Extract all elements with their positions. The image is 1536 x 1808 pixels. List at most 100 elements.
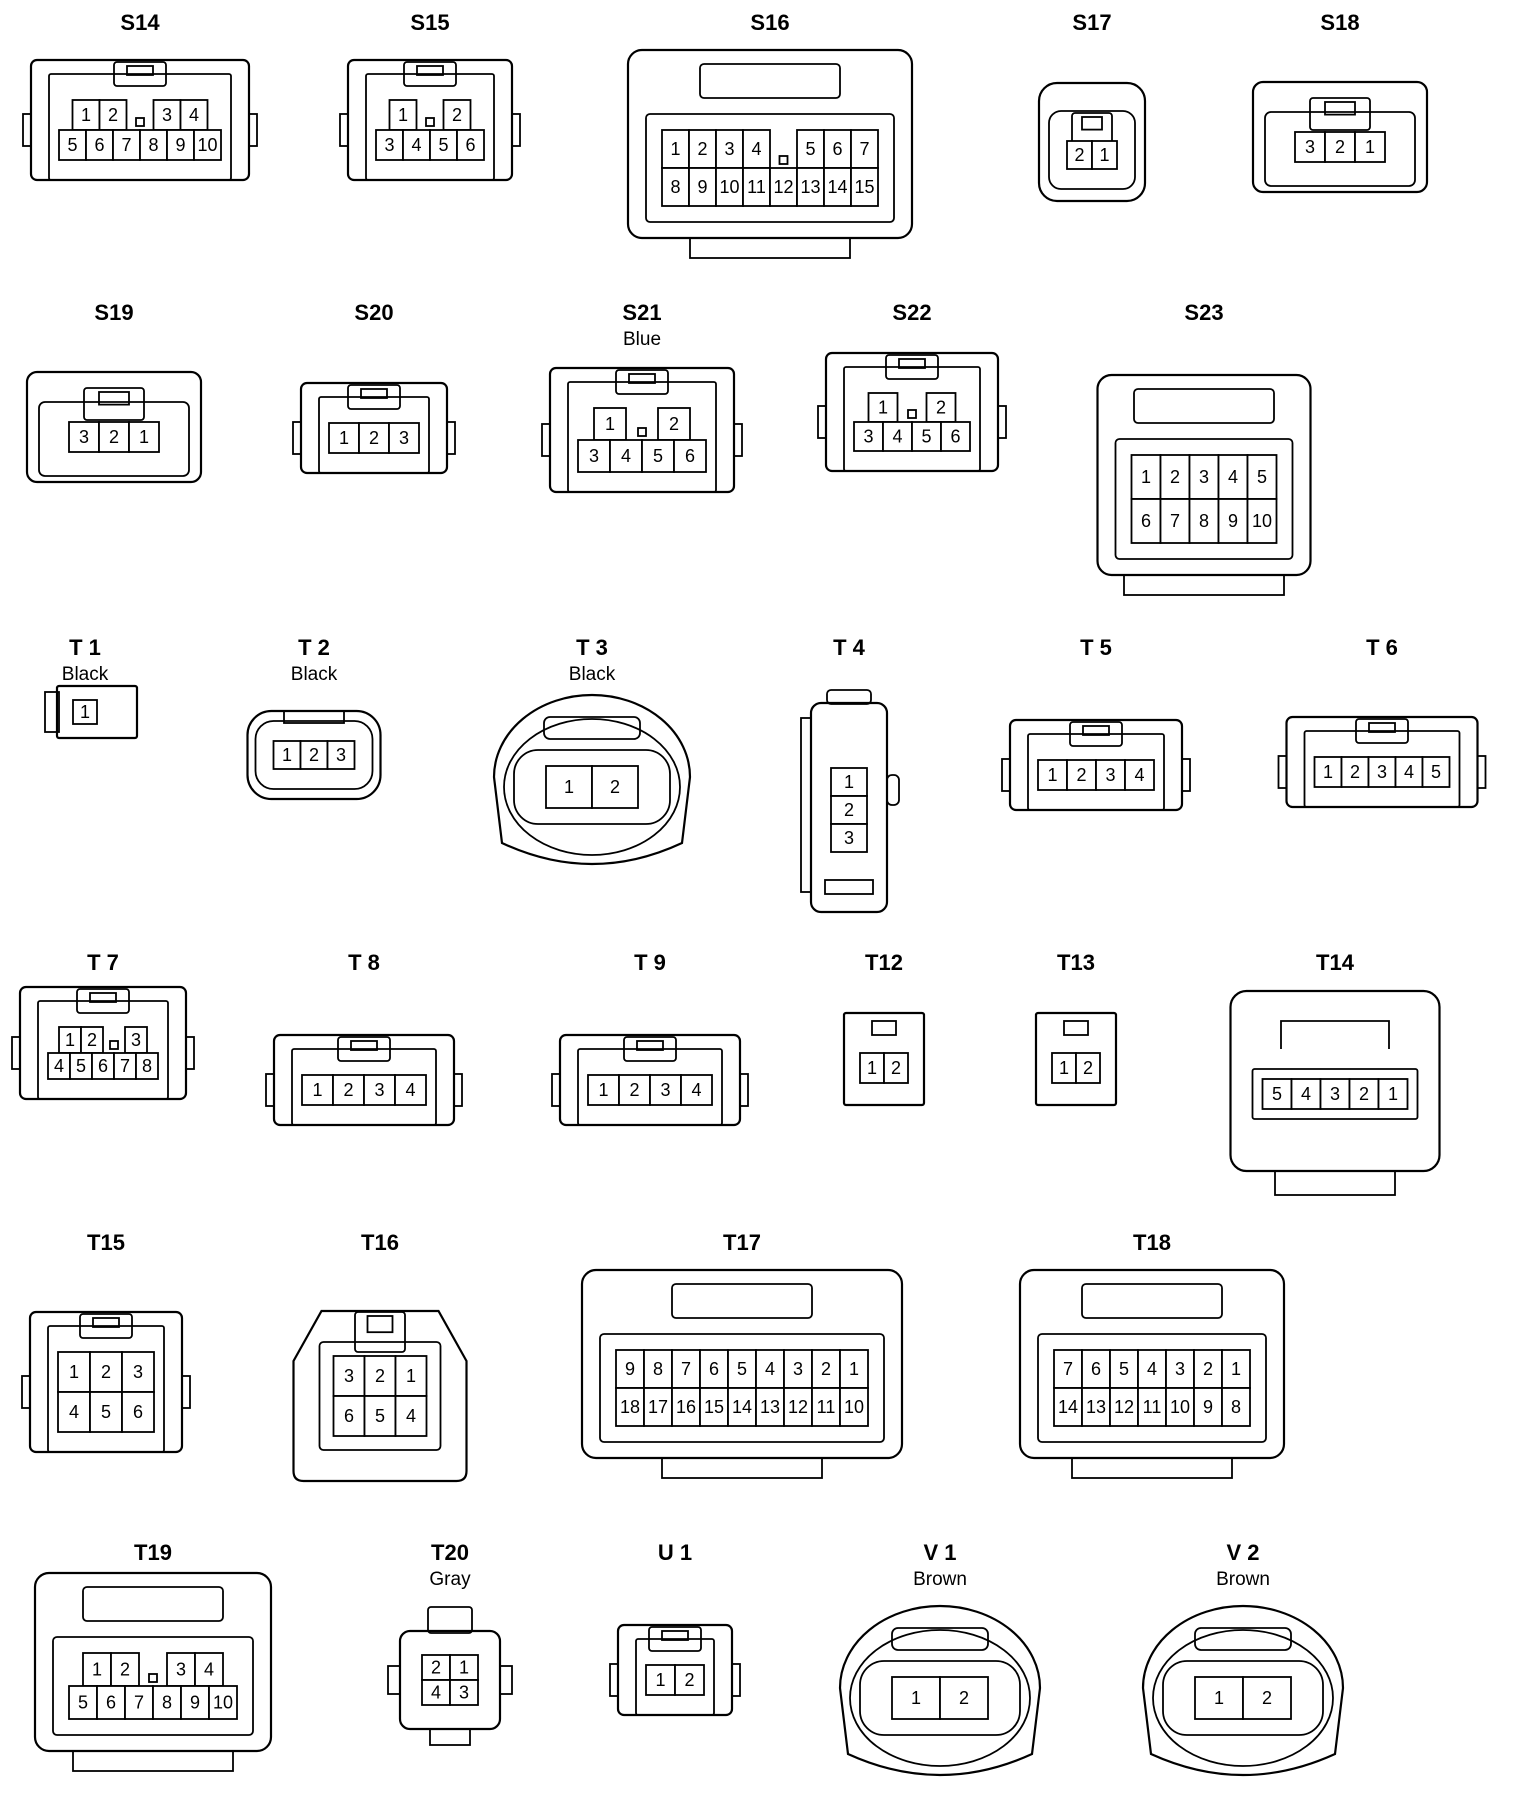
locking-latch: [885, 354, 939, 380]
pin-cavity: [68, 1685, 98, 1720]
pin-cavity: [1324, 131, 1356, 163]
pin-number: 3: [1105, 765, 1115, 785]
latch-window: [366, 1315, 394, 1334]
pin-number: 6: [94, 135, 104, 155]
key-slot: [425, 117, 435, 127]
terminal-slot: [824, 879, 874, 895]
pin-cavity: [811, 1387, 841, 1427]
pin-number: 8: [142, 1056, 152, 1076]
latch-window: [1081, 116, 1103, 131]
pin-cavity: [1294, 131, 1326, 163]
connector-id-label: S23: [1184, 300, 1223, 325]
connector-housing: [52, 1636, 254, 1736]
locking-latch: [1355, 718, 1409, 744]
pin-cavity: [830, 823, 868, 853]
connector-id-label: S15: [410, 10, 449, 35]
pin-number: 15: [704, 1397, 724, 1417]
side-tab: [453, 1073, 463, 1107]
locking-latch: [403, 61, 457, 87]
pin-number: 4: [751, 139, 761, 159]
pin-seat: [513, 749, 671, 825]
pin-number: 1: [598, 1080, 608, 1100]
pin-cavity: [940, 421, 971, 452]
pin-number: 2: [1170, 467, 1180, 487]
side-tab: [886, 774, 900, 806]
pin-number: 1: [282, 745, 292, 765]
pin-number: 3: [374, 1080, 384, 1100]
lock-release-tab: [661, 1457, 823, 1479]
side-tab: [1476, 755, 1487, 789]
key-slot: [907, 409, 917, 419]
pin-number: 3: [589, 446, 599, 466]
pin-number: 2: [629, 1080, 639, 1100]
pin-cavity: [1421, 756, 1451, 788]
pin-number: 6: [344, 1406, 354, 1426]
pin-number: 5: [921, 427, 931, 447]
connector-housing: [33, 1571, 273, 1753]
connector-id-label: T 3: [576, 635, 608, 660]
latch-window: [126, 65, 154, 76]
side-tab: [11, 1036, 21, 1070]
pin-cavity: [939, 1676, 989, 1720]
pin-number: 3: [459, 1683, 469, 1703]
pin-number: 9: [190, 1693, 200, 1713]
pin-number: 5: [76, 1056, 86, 1076]
pin-number: 7: [1063, 1359, 1073, 1379]
pin-number: 2: [1335, 137, 1345, 157]
pin-number: 5: [1431, 762, 1441, 782]
pin-cavity: [755, 1349, 785, 1389]
pin-number: 1: [1141, 467, 1151, 487]
pin-number: 4: [204, 1660, 214, 1680]
pin-number: 1: [1323, 762, 1333, 782]
pin-number: 11: [747, 177, 766, 197]
pin-number: 5: [1119, 1359, 1129, 1379]
connector-housing: [838, 1604, 1042, 1777]
locking-latch: [871, 1020, 897, 1036]
pin-number: 4: [1147, 1359, 1157, 1379]
locking-latch: [826, 689, 872, 705]
pin-number: 4: [1404, 762, 1414, 782]
pin-cavity: [925, 392, 957, 423]
pin-number: 6: [685, 446, 695, 466]
pin-number: 10: [719, 177, 739, 197]
pin-number: 2: [108, 105, 118, 125]
pin-cavity: [332, 1395, 366, 1437]
pin-number: 2: [452, 105, 462, 125]
pin-number: 3: [1377, 762, 1387, 782]
pin-number: 4: [1228, 467, 1238, 487]
pin-cavity: [89, 1391, 123, 1433]
latch-window: [416, 65, 444, 76]
pin-number: 5: [101, 1402, 111, 1422]
pin-cavity: [1075, 1052, 1101, 1084]
locking-latch: [1133, 388, 1275, 424]
pin-cavity: [363, 1074, 396, 1106]
pin-number: 1: [69, 1362, 79, 1382]
pin-cavity: [783, 1349, 813, 1389]
pin-cavity: [643, 1387, 673, 1427]
lock-release-tab: [1123, 574, 1285, 596]
connector-color-label: Black: [62, 664, 109, 685]
pin-number: 3: [399, 428, 409, 448]
locking-latch: [82, 1586, 224, 1622]
pin-number: 2: [669, 414, 679, 434]
pin-cavity: [394, 1395, 428, 1437]
latch-window: [89, 992, 117, 1003]
pin-number: 1: [398, 105, 408, 125]
pin-number: 6: [832, 139, 842, 159]
pin-number: 5: [375, 1406, 385, 1426]
connector-id-label: S16: [750, 10, 789, 35]
locking-latch: [1069, 721, 1123, 747]
pin-number: 3: [863, 427, 873, 447]
pin-cavity: [671, 1349, 701, 1389]
pin-cavity: [96, 1685, 126, 1720]
pin-number: 10: [844, 1397, 864, 1417]
latch-window: [636, 1040, 664, 1051]
